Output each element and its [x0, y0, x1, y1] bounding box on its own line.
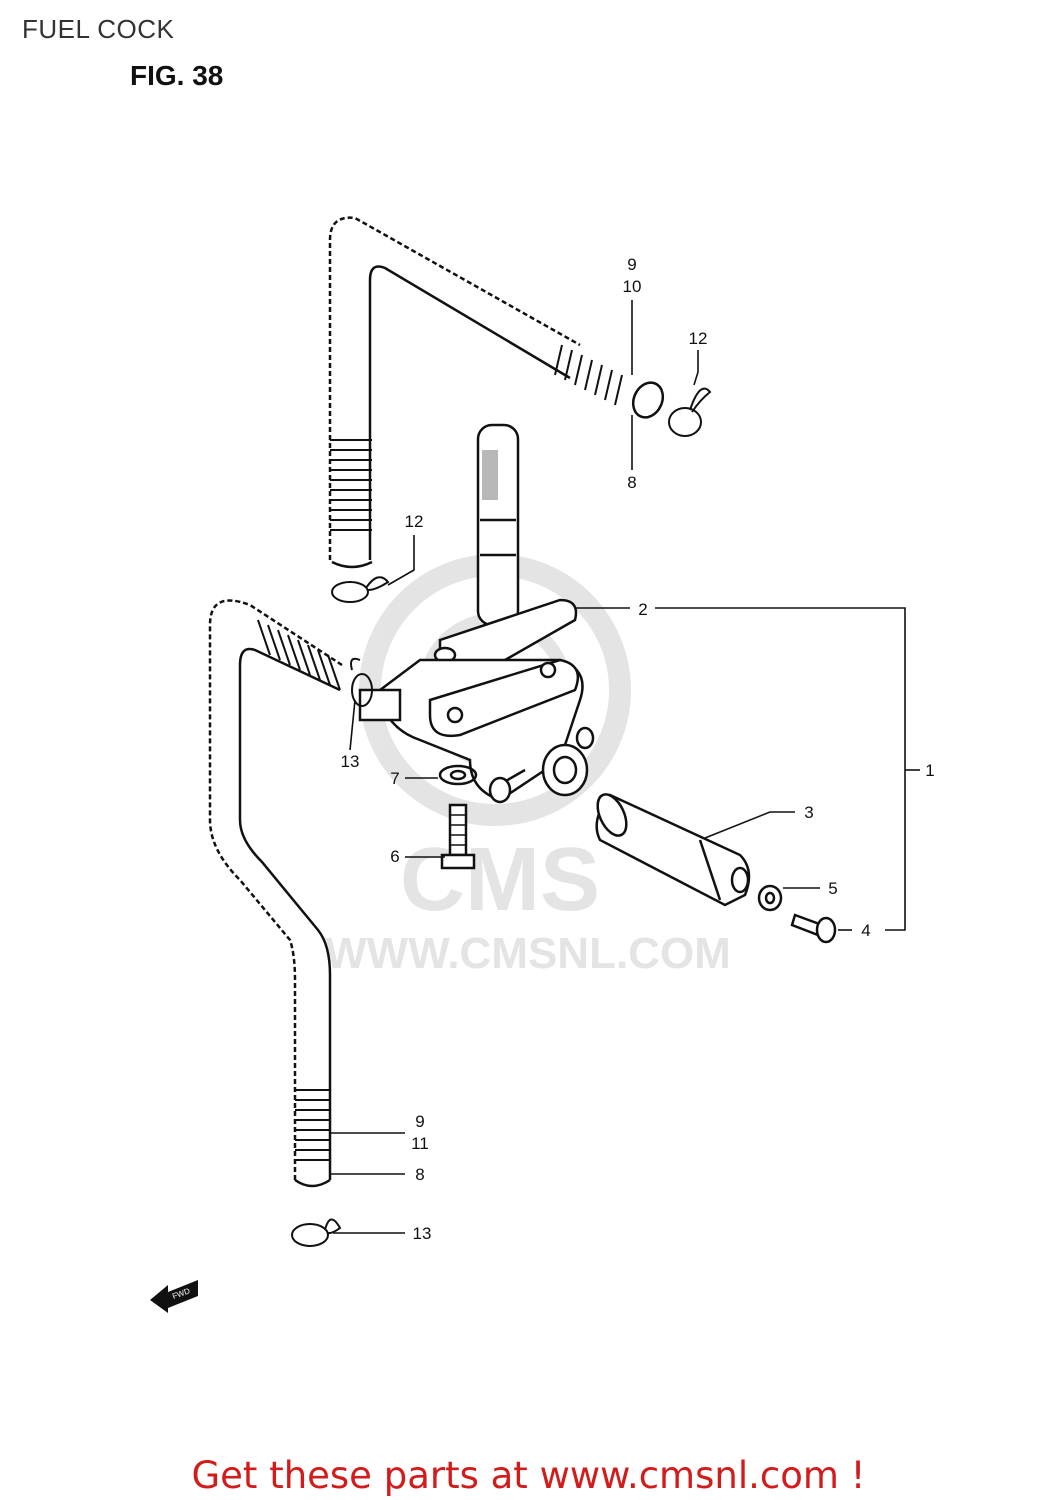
washer-5: [757, 884, 783, 912]
hose-clip-top: [668, 387, 712, 437]
callout-12-top: 12: [689, 329, 708, 348]
callout-8-bottom: 8: [415, 1165, 424, 1184]
callout-4: 4: [861, 921, 870, 940]
figure-label: FIG. 38: [130, 60, 224, 91]
bottom-fuel-hose: [208, 599, 343, 1188]
callout-2: 2: [638, 600, 647, 619]
leader-lines: [330, 300, 920, 1234]
callout-11-bottom: 11: [411, 1134, 429, 1153]
screw-4: [790, 913, 837, 944]
callout-9-bottom: 9: [415, 1112, 424, 1131]
washer-7: [438, 764, 478, 786]
callout-9-top: 9: [627, 255, 636, 274]
callout-1: 1: [925, 761, 934, 780]
callout-12-left: 12: [405, 512, 424, 531]
hose-clip-bottom: [291, 1218, 342, 1247]
callout-8-top: 8: [627, 473, 636, 492]
callout-13-bottom: 13: [413, 1224, 432, 1243]
callout-10-top: 10: [623, 277, 642, 296]
callout-labels: 9 10 8 12 12 2 1 13 7 6 3 5 4 9 11 8 13: [341, 255, 935, 1243]
watermark-brand: CMS: [400, 830, 600, 930]
callout-6: 6: [390, 847, 399, 866]
top-fuel-hose: [328, 216, 665, 569]
watermark-url: WWW.CMSNL.COM: [325, 929, 731, 978]
bolt-6: [440, 803, 476, 870]
callout-13-mid: 13: [341, 752, 360, 771]
forward-arrow-icon: FWD: [150, 1280, 198, 1313]
callout-5: 5: [828, 879, 837, 898]
callout-3: 3: [804, 803, 813, 822]
hose-clip-mid: [350, 657, 373, 707]
callout-7: 7: [390, 769, 399, 788]
hose-clip-left: [331, 576, 390, 603]
plunger: [595, 793, 751, 907]
page-title: FUEL COCK: [22, 14, 175, 44]
parts-shop-link[interactable]: Get these parts at www.cmsnl.com !: [191, 1454, 866, 1497]
